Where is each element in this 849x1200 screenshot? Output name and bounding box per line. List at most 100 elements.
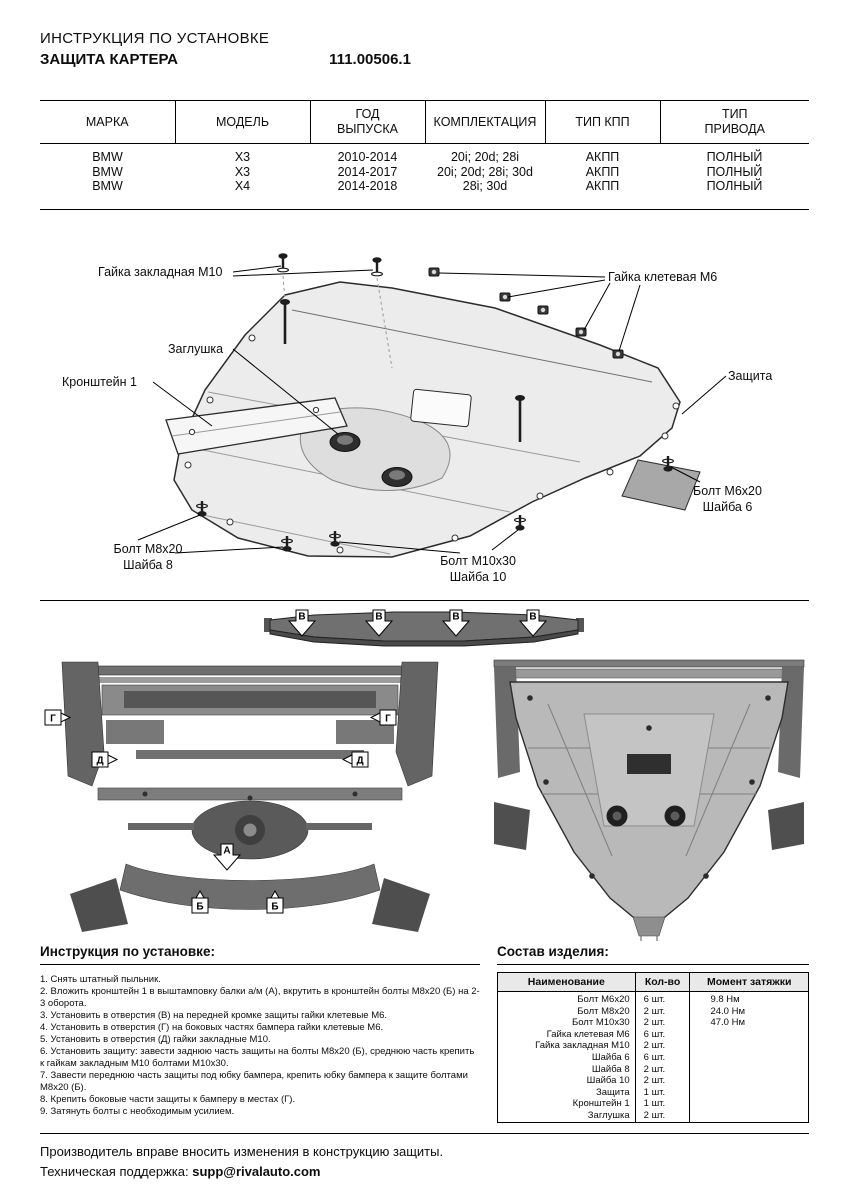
- col-part-name: Наименование: [497, 972, 636, 992]
- bolt-m6-text: Болт М6х20: [693, 484, 762, 498]
- svg-text:Б: Б: [196, 902, 203, 913]
- exploded-view-svg: [137, 251, 727, 558]
- installed-structure: [493, 659, 805, 941]
- cell-model: X4: [234, 179, 251, 193]
- manufacturer-note: Производитель вправе вносить изменения в…: [40, 1144, 444, 1159]
- marker-b-left: Б: [191, 889, 209, 914]
- cell-brand: BMW: [92, 150, 123, 164]
- cell-gearbox: АКПП: [585, 150, 620, 164]
- svg-text:Д: Д: [96, 756, 103, 767]
- part-number: 111.00506.1: [329, 51, 411, 68]
- marker-g-left: Г: [44, 709, 72, 726]
- support-line: Техническая поддержка: supp@rivalauto.co…: [40, 1162, 443, 1182]
- instruction-step: 5. Установить в отверстия (Д) гайки закл…: [40, 1034, 271, 1045]
- svg-text:Г: Г: [385, 714, 391, 725]
- instructions-steps: 1. Снять штатный пыльник. 2. Вложить кро…: [40, 965, 480, 1118]
- svg-text:В: В: [298, 612, 305, 623]
- rivet-nut-bolt-icon: [276, 251, 290, 273]
- label-bracket: Кронштейн 1: [62, 375, 137, 389]
- washer-6-text: Шайба 6: [702, 500, 753, 514]
- col-torque: Момент затяжки: [689, 972, 809, 992]
- instruction-step: 6. Установить защиту: завести заднюю час…: [40, 1046, 475, 1069]
- fitment-row: BMW X4 2014-2018 28i; 30d АКПП ПОЛНЫЙ: [40, 179, 809, 194]
- underbody-structure: [61, 661, 439, 932]
- cell-trim: 20i; 20d; 28i: [450, 150, 520, 164]
- part-qty: 2 шт.: [634, 1040, 690, 1052]
- center-hole: [410, 388, 472, 428]
- cell-gearbox: АКПП: [585, 179, 620, 193]
- doc-type: ИНСТРУКЦИЯ ПО УСТАНОВКЕ: [40, 30, 270, 47]
- bolt-heads: [527, 695, 771, 879]
- label-rivet-nut-m10: Гайка закладная М10: [98, 265, 223, 279]
- svg-text:В: В: [529, 612, 536, 623]
- marker-g-right: Г: [369, 709, 397, 726]
- part-name: Болт М8х20: [577, 1005, 630, 1017]
- part-torque: [689, 1028, 809, 1041]
- underbody-svg: Г Г Д Д А: [44, 661, 439, 932]
- svg-text:Д: Д: [356, 756, 363, 767]
- standing-bolts: [280, 299, 525, 442]
- col-gearbox: ТИП КПП: [544, 100, 660, 144]
- marker-v-4: В: [518, 609, 548, 637]
- part-name: Защита: [595, 1086, 630, 1098]
- marker-a: А: [212, 843, 242, 871]
- clip-nut-icon: [428, 267, 440, 277]
- mounting-holes: [184, 334, 680, 554]
- cell-brand: BMW: [92, 179, 123, 193]
- part-qty: 6 шт.: [634, 1028, 690, 1041]
- fitment-table: МАРКА МОДЕЛЬ ГОД ВЫПУСКА КОМПЛЕКТАЦИЯ ТИ…: [40, 100, 809, 210]
- bolt-m10-icon: [513, 513, 527, 532]
- installed-diagram: [488, 654, 810, 942]
- leader-lines: [137, 265, 727, 554]
- clip-nut-icon: [537, 305, 549, 315]
- exploded-diagram: Гайка закладная М10 Гайка клетевая М6 За…: [40, 250, 809, 598]
- part-qty: 2 шт.: [634, 1005, 690, 1018]
- bolt-m10-text: Болт М10х30: [440, 554, 516, 568]
- part-name: Гайка клетевая М6: [546, 1028, 630, 1040]
- cell-drive: ПОЛНЫЙ: [706, 179, 763, 193]
- marker-v-1: В: [287, 609, 317, 637]
- label-bolt-m10: Болт М10х30 Шайба 10: [428, 553, 528, 585]
- support-email: supp@rivalauto.com: [192, 1164, 321, 1179]
- fitment-header-row: МАРКА МОДЕЛЬ ГОД ВЫПУСКА КОМПЛЕКТАЦИЯ ТИ…: [40, 100, 809, 144]
- instructions-title: Инструкция по установке:: [40, 944, 480, 965]
- page-title: ЗАЩИТА КАРТЕРА: [40, 51, 178, 68]
- svg-text:Б: Б: [271, 902, 278, 913]
- washer-10-text: Шайба 10: [449, 570, 507, 584]
- cell-trim: 20i; 20d; 28i; 30d: [437, 164, 533, 179]
- marker-v-3: В: [441, 609, 471, 637]
- part-torque: [689, 1086, 809, 1099]
- part-name: Шайба 10: [586, 1075, 630, 1087]
- cell-model: X3: [234, 150, 251, 164]
- instruction-step: 1. Снять штатный пыльник.: [40, 974, 161, 985]
- marker-d-right: Д: [341, 751, 369, 768]
- bolt-m6-icon: [661, 454, 675, 473]
- section-divider: [40, 600, 809, 601]
- part-torque: [689, 1075, 809, 1087]
- installed-svg: [493, 659, 805, 941]
- part-torque: [689, 1109, 809, 1123]
- installation-instructions: Инструкция по установке: 1. Снять штатны…: [40, 944, 480, 1118]
- center-hole: [627, 754, 671, 774]
- bolt-m8-text: Болт М8х20: [113, 542, 183, 556]
- cell-year: 2010-2014: [337, 150, 398, 164]
- part-torque: 47.0 Нм: [689, 1017, 809, 1029]
- col-trim: КОМПЛЕКТАЦИЯ: [424, 100, 545, 144]
- bumper-diagram: В В В В: [264, 604, 584, 654]
- bumper-strip: [264, 611, 584, 647]
- cell-drive: ПОЛНЫЙ: [706, 150, 763, 164]
- part-qty: 1 шт.: [634, 1086, 690, 1099]
- bracket-drawing: [165, 397, 348, 455]
- part-torque: [689, 1051, 809, 1064]
- clip-nut-icon: [612, 349, 624, 359]
- label-bolt-m6: Болт М6х20 Шайба 6: [680, 483, 775, 515]
- label-shield: Защита: [728, 369, 773, 383]
- bumper-svg: В В В В: [264, 609, 584, 647]
- fitment-row: BMW X3 2010-2014 20i; 20d; 28i АКПП ПОЛН…: [40, 144, 809, 165]
- col-brand: МАРКА: [85, 114, 129, 129]
- side-wing: [621, 459, 701, 511]
